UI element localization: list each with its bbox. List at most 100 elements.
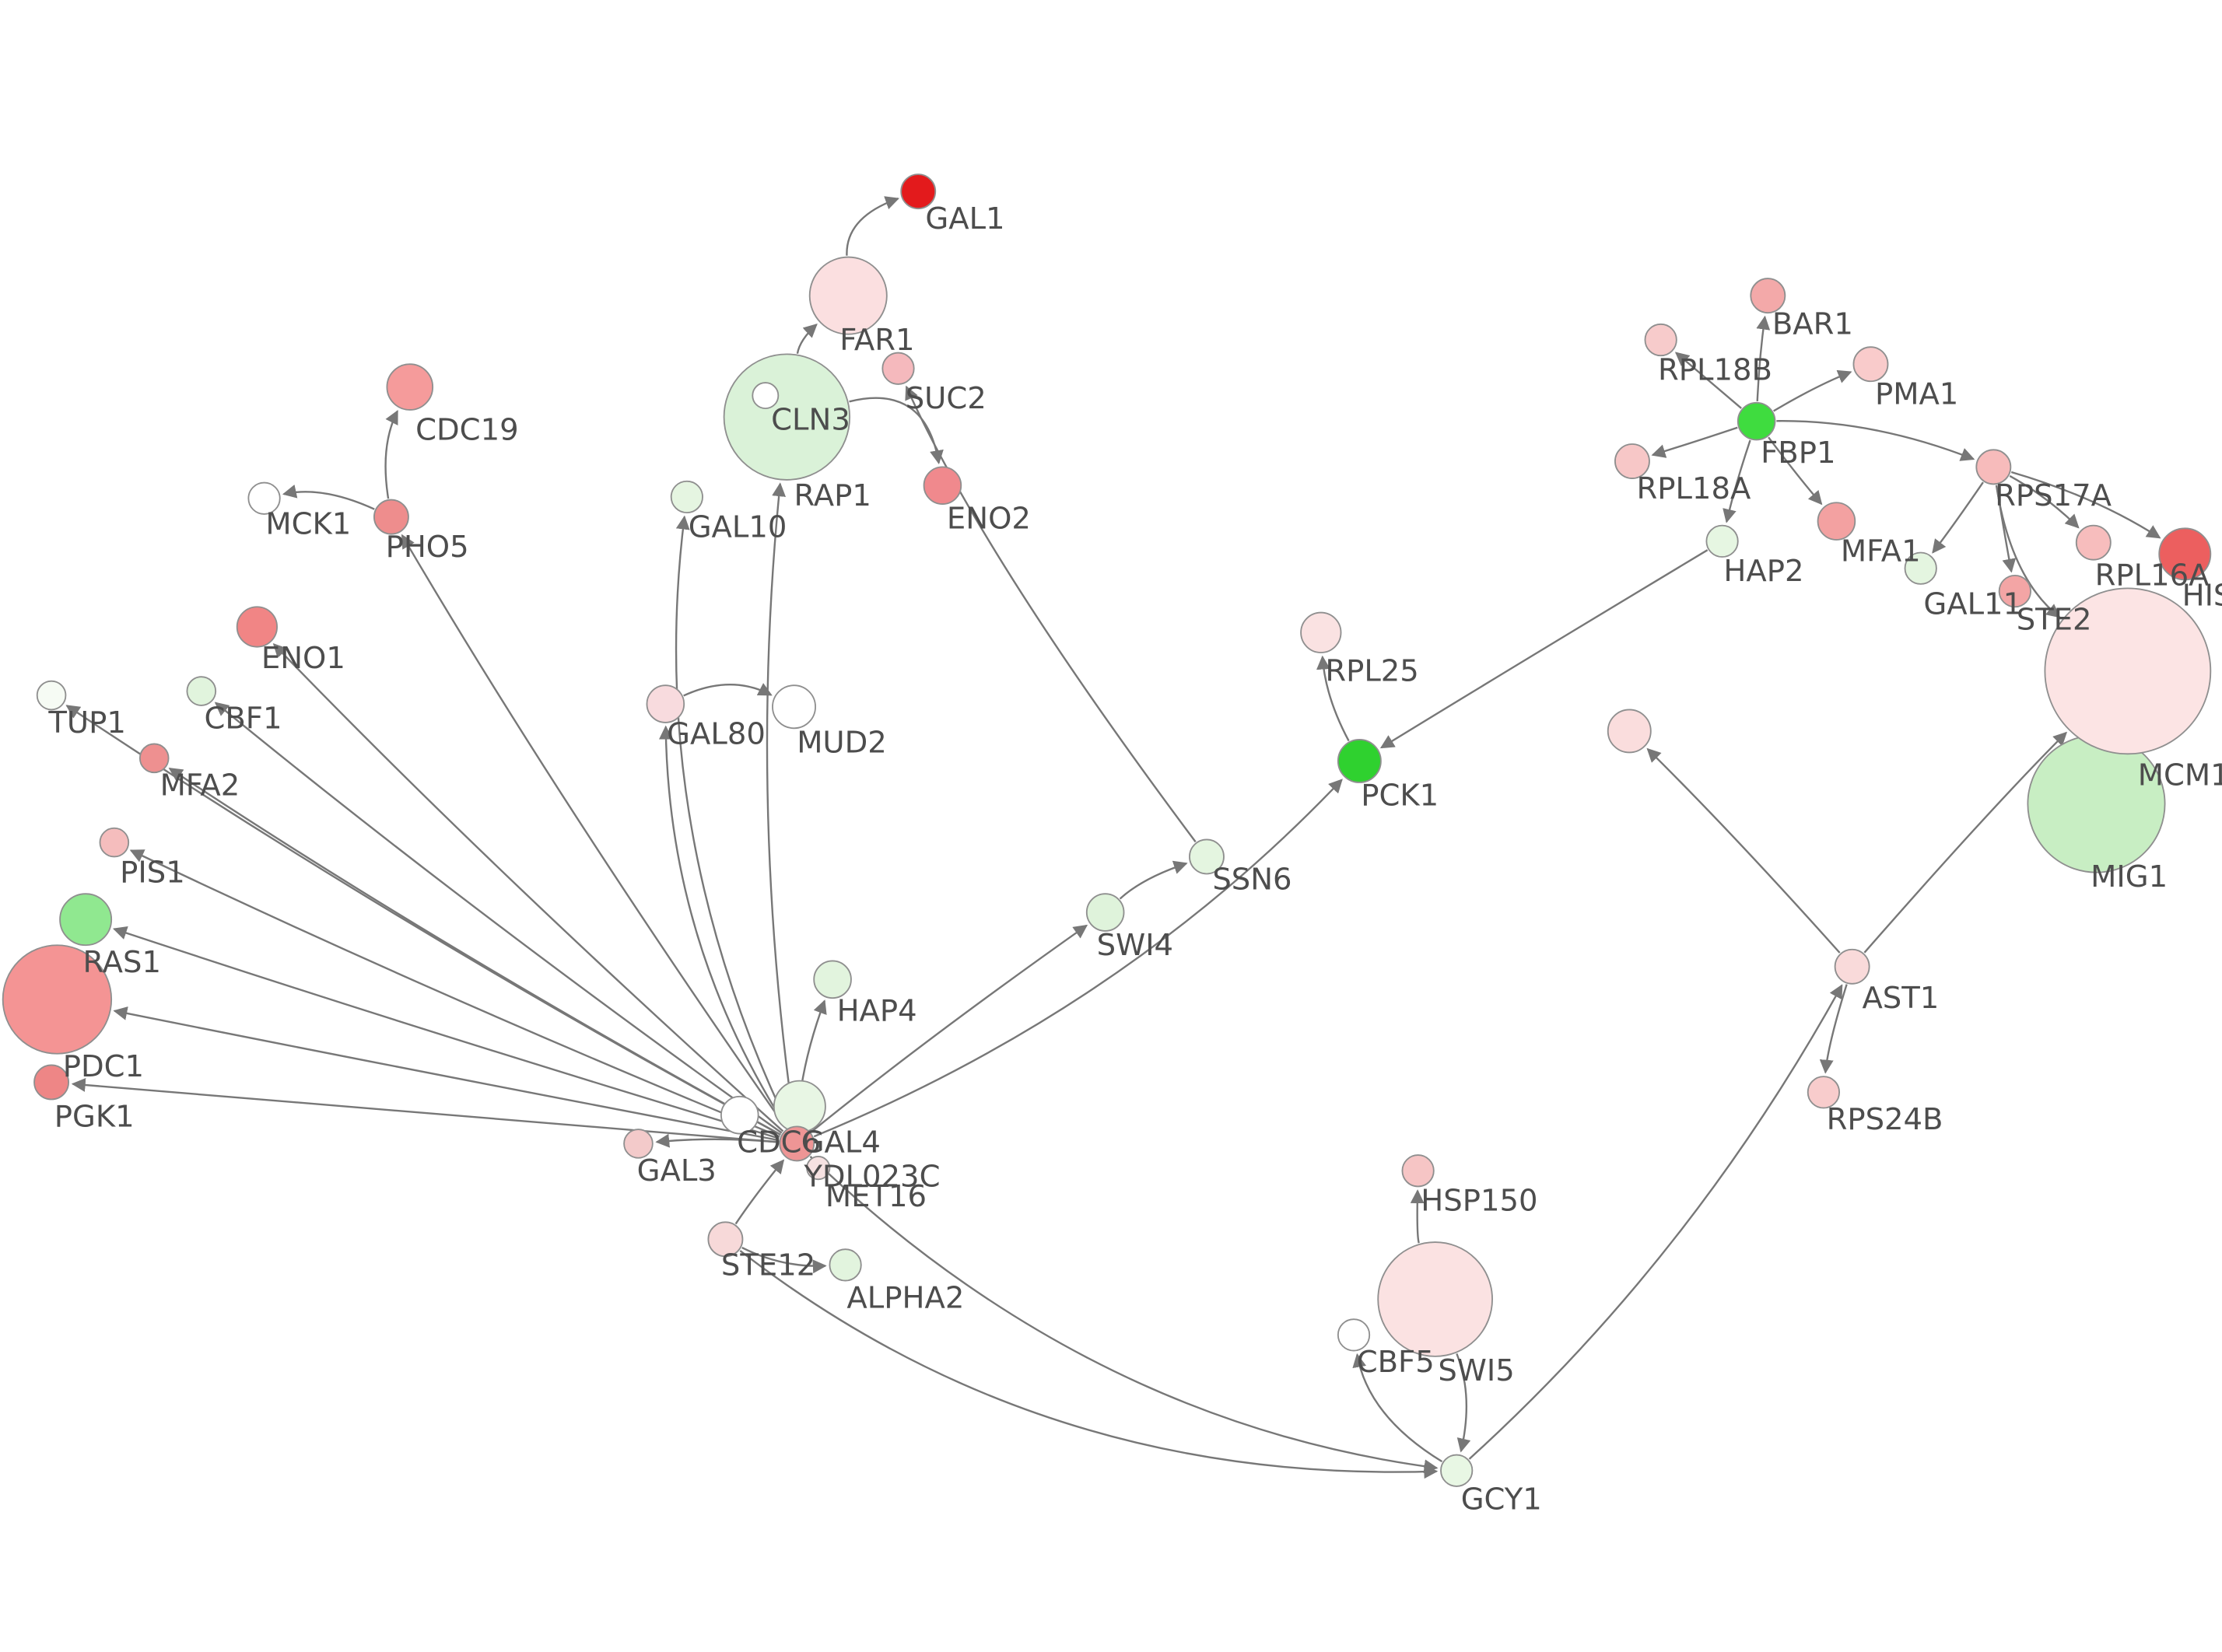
node-cbf1[interactable] (186, 676, 217, 706)
node-rpl18b[interactable] (1644, 323, 1677, 357)
node-rps24b[interactable] (1807, 1076, 1841, 1109)
node-pho5[interactable] (373, 499, 409, 535)
node-mud2[interactable] (772, 684, 816, 730)
edge-fbp1-rpl18a[interactable] (1651, 426, 1738, 458)
edge-gal4-ras1[interactable] (112, 926, 780, 1139)
edge-gal4-gal10[interactable] (675, 515, 790, 1128)
node-gcy1[interactable] (1440, 1454, 1474, 1487)
node-mfa1[interactable] (1817, 502, 1856, 541)
node-gal3[interactable] (623, 1129, 654, 1159)
node-cln3[interactable] (752, 382, 780, 410)
node-swi4[interactable] (1085, 893, 1125, 932)
edge-fbp1-hap2[interactable] (1723, 439, 1751, 523)
node-rpl25[interactable] (1300, 611, 1342, 653)
node-rps17a[interactable] (1975, 449, 2012, 485)
edge-gal4-cbf1[interactable] (214, 702, 783, 1134)
edge-fbp1-rps17a[interactable] (1776, 420, 1975, 461)
node-gal4[interactable] (779, 1125, 815, 1162)
node-gal10[interactable] (670, 480, 703, 514)
node-gal80[interactable] (646, 684, 685, 723)
node-mck1[interactable] (247, 481, 281, 515)
node-rpl16a[interactable] (2075, 524, 2112, 561)
edge-fbp1-rpl18b[interactable] (1674, 352, 1742, 409)
node-pis1[interactable] (99, 827, 130, 858)
node-cdc6[interactable] (720, 1095, 759, 1135)
edge-gal4-pck1[interactable] (813, 779, 1343, 1138)
node-pgk1[interactable] (33, 1064, 70, 1101)
node-hap2[interactable] (1705, 524, 1739, 558)
edge-gal80-mud2[interactable] (683, 683, 773, 697)
edge-fbp1-bar1[interactable] (1756, 315, 1771, 401)
edge-fbp1-mfa1[interactable] (1768, 436, 1823, 506)
edge-gal4-pdc1[interactable] (113, 1006, 779, 1142)
node-mcm1[interactable] (2044, 587, 2212, 755)
edge-rap1-far1[interactable] (796, 323, 818, 354)
node-pdc1[interactable] (2, 944, 113, 1055)
edge-gal4-pgk1[interactable] (71, 1078, 779, 1143)
node-mig1[interactable] (2027, 734, 2166, 873)
node-hsp150[interactable] (1401, 1154, 1435, 1188)
node-his4[interactable] (2158, 527, 2212, 581)
edge-ste12-gcy1[interactable] (739, 1250, 1439, 1479)
edge-fbp1-pma1[interactable] (1773, 369, 1852, 412)
node-nodex[interactable] (1607, 709, 1652, 754)
edge-ast1-mcm1[interactable] (1863, 731, 2068, 954)
edge-gal4-gcy1[interactable] (809, 1156, 1439, 1474)
edge-pho5-mck1[interactable] (282, 485, 375, 510)
edge-ast1-nodex[interactable] (1646, 747, 1841, 954)
node-ste12[interactable] (707, 1221, 744, 1258)
node-cbf5[interactable] (1337, 1318, 1371, 1352)
edge-far1-gal1[interactable] (846, 196, 900, 256)
edge-gal4-mfa2[interactable] (168, 768, 781, 1136)
edge-swi5-hsp150[interactable] (1410, 1189, 1425, 1244)
edge-rps17a-gal11[interactable] (1932, 481, 1984, 554)
node-rap1[interactable] (723, 353, 851, 481)
node-cdc19[interactable] (386, 363, 434, 411)
edge-pck1-rpl25[interactable] (1316, 655, 1350, 742)
edge-gal4-swi4[interactable] (810, 924, 1088, 1133)
edge-gcy1-cbf5[interactable] (1352, 1353, 1443, 1463)
node-ssn6[interactable] (1189, 838, 1225, 875)
edge-rps17a-mcm1[interactable] (1995, 485, 2061, 618)
node-gal11[interactable] (1904, 551, 1937, 585)
node-rpl18a[interactable] (1614, 443, 1650, 479)
node-far1[interactable] (808, 256, 888, 335)
edge-gcy1-ast1[interactable] (1468, 984, 1843, 1460)
edge-gal4-rap1[interactable] (766, 482, 796, 1125)
node-hap4[interactable] (813, 960, 852, 999)
edge-gal4-eno1[interactable] (272, 643, 784, 1132)
node-mfa2[interactable] (138, 743, 170, 774)
edge-gal4-pho5[interactable] (401, 534, 787, 1129)
node-met16[interactable] (806, 1155, 831, 1181)
edge-hap2-pck1[interactable] (1379, 549, 1709, 749)
edge-ssn6-suc2[interactable] (905, 385, 1197, 843)
edge-ast1-rps24b[interactable] (1819, 984, 1848, 1074)
edge-swi4-ssn6[interactable] (1119, 860, 1188, 900)
node-ast1[interactable] (1834, 948, 1870, 985)
node-bar1[interactable] (1750, 278, 1786, 314)
edge-rps17a-rpl16a[interactable] (2009, 474, 2080, 529)
node-tup1[interactable] (36, 680, 67, 711)
node-ste2[interactable] (1998, 574, 2031, 608)
node-pma1[interactable] (1852, 346, 1889, 383)
node-swi5[interactable] (1377, 1241, 1493, 1357)
node-pck1[interactable] (1337, 739, 1382, 783)
node-eno1[interactable] (236, 606, 278, 648)
node-eno2[interactable] (923, 466, 962, 506)
edge-ste12-alpha2[interactable] (741, 1246, 827, 1274)
edge-rps17a-his4[interactable] (2010, 471, 2161, 539)
node-ras1[interactable] (59, 893, 113, 947)
node-suc2[interactable] (881, 352, 915, 385)
node-alpha2[interactable] (829, 1248, 862, 1282)
edge-pho5-cdc19[interactable] (384, 410, 398, 499)
edge-gal4-pis1[interactable] (129, 849, 780, 1138)
node-ydl023c[interactable] (773, 1080, 826, 1133)
edge-swi5-gcy1[interactable] (1456, 1353, 1471, 1453)
edge-ste12-gal4[interactable] (734, 1159, 785, 1225)
node-gal1[interactable] (900, 173, 937, 210)
edge-gal4-gal80[interactable] (658, 725, 788, 1129)
node-fbp1[interactable] (1737, 401, 1776, 441)
